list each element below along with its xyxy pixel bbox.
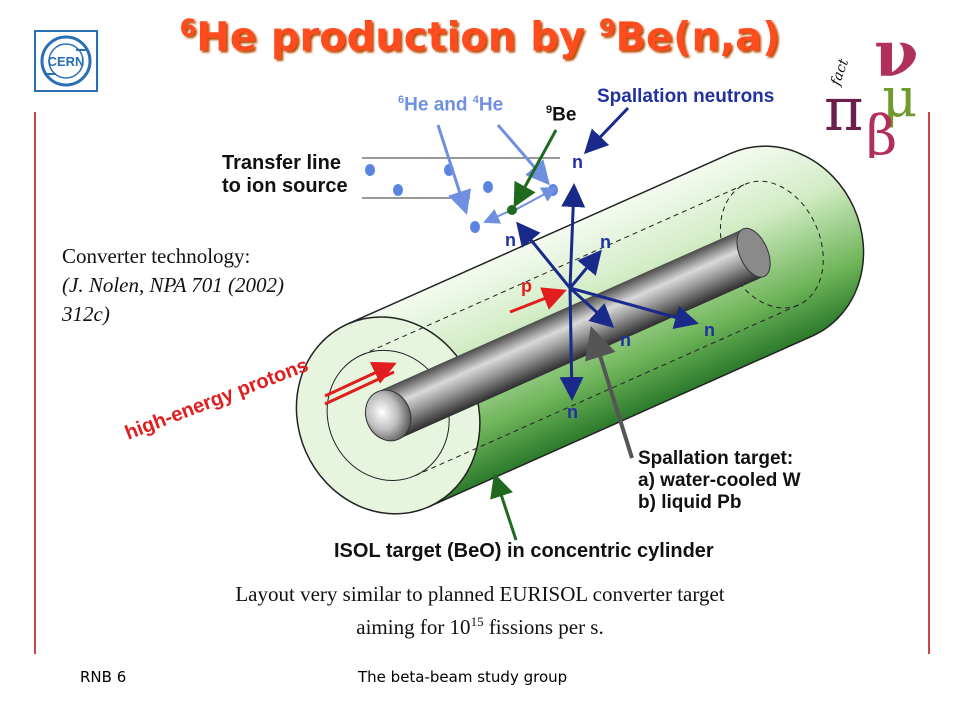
spallation-target-label: Spallation target: a) water-cooled W b) … [638,448,801,513]
neutron-label: n [505,230,516,250]
cern-logo-text: CERN [48,54,85,69]
transfer-line-label-1: Transfer line [222,152,341,174]
neutron-label: n [704,320,715,340]
isol-target-label: ISOL target (BeO) in concentric cylinder [334,540,714,562]
he-isotopes-label: 6He and 4He [398,94,504,116]
logo-pi: π [824,75,863,145]
neutron-label: n [567,402,578,422]
left-border-line [34,112,36,654]
neutron-label: n [572,152,583,172]
logo-beta: β [866,104,897,158]
beta-beam-logo: ν fact π μ β [820,17,940,167]
layout-note: Layout very similar to planned EURISOL c… [235,582,725,639]
converter-technology-note: Converter technology: (J. Nolen, NPA 701… [62,244,285,326]
be9-label: 9Be [546,104,577,126]
logo-mu: μ [882,66,917,129]
cern-logo: CERN [34,30,98,92]
footer-center: The beta-beam study group [358,668,568,686]
page-title: 6He production by 9Be(n,a) [179,14,781,61]
transfer-line-label-2: to ion source [222,175,348,197]
rod-end [364,389,412,442]
logo-nu: ν [874,18,918,92]
neutron-arrows [516,183,699,401]
neutron-label: n [600,232,611,252]
proton-label: p [521,276,532,296]
spallation-neutrons-label: Spallation neutrons [597,86,775,107]
footer-left: RNB 6 [80,668,127,686]
neutron-label: n [620,330,631,350]
right-border-line [928,112,930,654]
